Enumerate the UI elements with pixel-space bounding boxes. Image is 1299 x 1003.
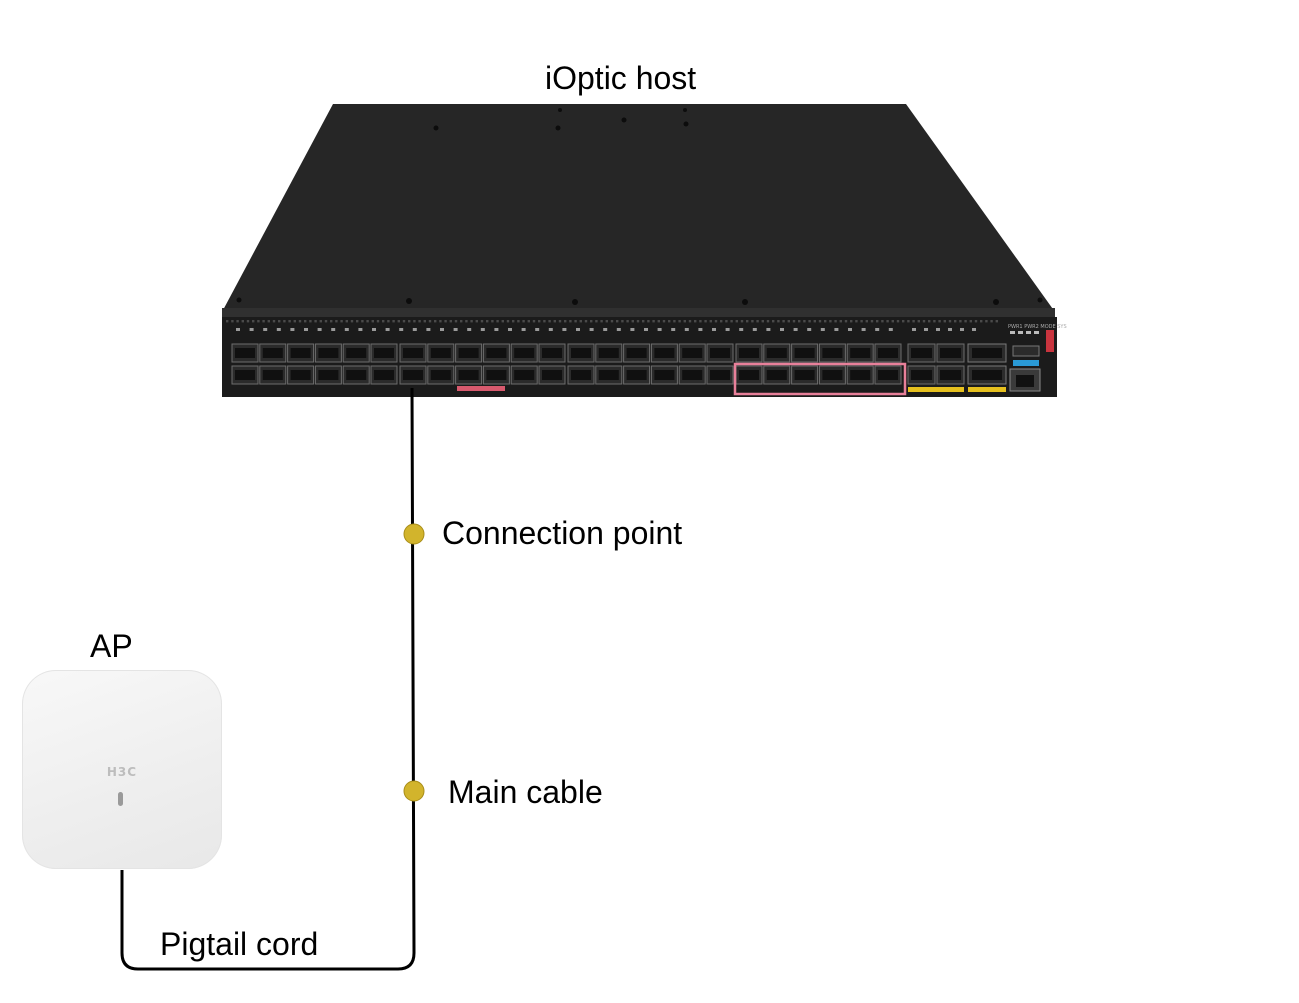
switch-port-indicators [236, 328, 976, 331]
main-cable-marker [403, 780, 425, 802]
switch-vent-holes [226, 320, 998, 323]
pigtail-cord-label: Pigtail cord [160, 926, 319, 962]
main-cable [120, 387, 416, 971]
ap-title: AP [90, 628, 133, 664]
host-title: iOptic host [545, 60, 697, 96]
switch-management-area: PWR1 PWR2 MODE SYS [1008, 324, 1067, 392]
svg-text:PWR1 PWR2 MODE SYS: PWR1 PWR2 MODE SYS [1008, 324, 1067, 330]
access-point-device: H3C [22, 670, 222, 869]
port-label-strip-red [457, 386, 505, 391]
port-highlight-pink [733, 362, 907, 396]
switch-top-surface [222, 104, 1055, 312]
port-label-strip-yellow-2 [968, 387, 1006, 392]
connection-point-marker [403, 523, 425, 545]
connection-point-label: Connection point [442, 515, 683, 551]
port-label-strip-yellow-1 [908, 387, 964, 392]
ap-status-led [118, 792, 123, 806]
switch-top-screws [236, 108, 1043, 305]
main-cable-label: Main cable [448, 774, 603, 810]
ap-logo: H3C [106, 765, 138, 779]
switch-sfp-ports [231, 343, 1007, 385]
switch-top-edge [222, 308, 1055, 318]
